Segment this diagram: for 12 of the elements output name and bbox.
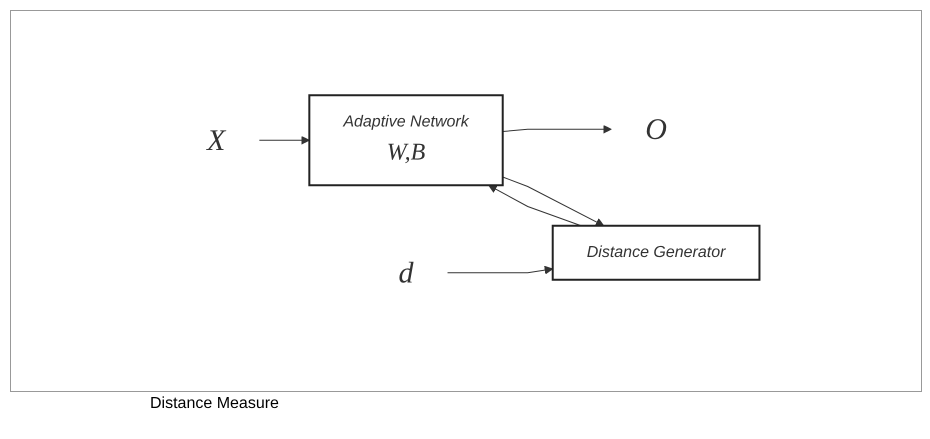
node-text: d: [398, 256, 414, 290]
arrow: [258, 136, 310, 145]
arrow: [502, 124, 612, 134]
arrow: [446, 266, 553, 274]
block-diagram: X Adaptive Network W,B O Distance Generator d: [164, 11, 768, 391]
arrow: [488, 184, 582, 226]
note-text: Distance Measure: [150, 395, 279, 412]
node-text: X: [206, 124, 226, 157]
node-box: [308, 94, 504, 186]
node-text: O: [645, 112, 667, 146]
arrow: [502, 176, 604, 226]
node-box: [551, 224, 760, 281]
